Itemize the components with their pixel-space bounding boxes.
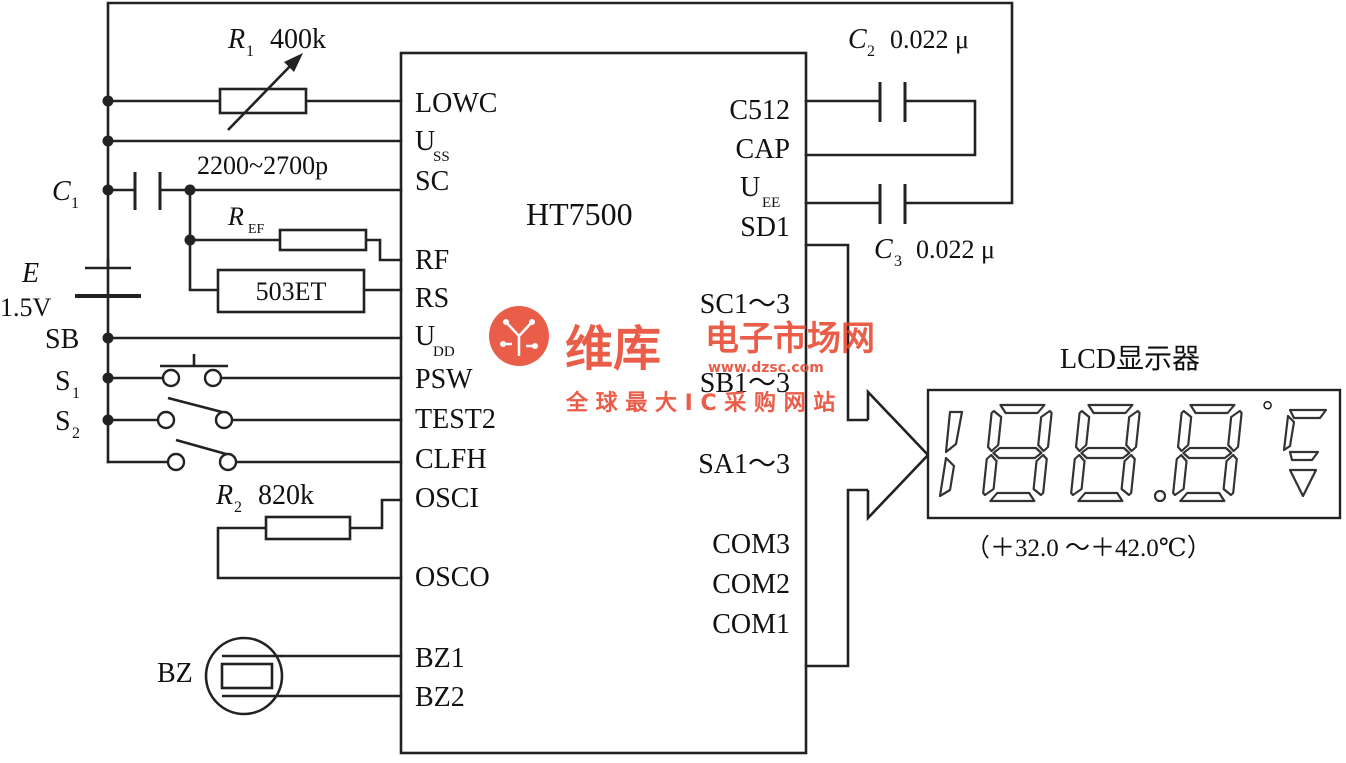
svg-text:1: 1 xyxy=(72,385,80,402)
svg-text:EF: EF xyxy=(248,222,265,237)
pin-psw: PSW xyxy=(415,364,473,395)
svg-text:0.022 μ: 0.022 μ xyxy=(890,25,969,54)
svg-text:EE: EE xyxy=(762,195,780,211)
lcd-degree-mark: ° xyxy=(1262,396,1273,427)
pin-com3: COM3 xyxy=(712,529,790,560)
psw-pushbutton xyxy=(160,354,228,388)
svg-text:S: S xyxy=(55,406,71,437)
svg-text:2: 2 xyxy=(72,425,80,442)
pin-rf: RF xyxy=(415,245,449,276)
buzzer xyxy=(204,636,284,716)
svg-text:DD: DD xyxy=(433,344,455,360)
pin-c512: C512 xyxy=(729,95,790,126)
pin-osci: OSCI xyxy=(415,483,479,514)
c1-capacitor xyxy=(133,172,162,210)
svg-text:SS: SS xyxy=(433,149,450,165)
s2-label: S 2 xyxy=(55,406,80,442)
svg-text:电子市场网: 电子市场网 xyxy=(705,319,875,359)
pin-sa1-3: SA1～3 xyxy=(698,449,790,480)
pin-test2: TEST2 xyxy=(415,404,496,435)
watermark-text: 维库 电子市场网 www.dzsc.com 全 球 最 大 I C 采 购 网 … xyxy=(565,319,875,416)
sensor-label: 503ET xyxy=(256,277,327,306)
c3-label: C 3 0.022 μ xyxy=(874,234,995,270)
svg-text:820k: 820k xyxy=(258,480,314,511)
sb-label: SB xyxy=(45,324,79,355)
svg-text:0.022 μ: 0.022 μ xyxy=(916,235,995,264)
c1-label: C 1 xyxy=(52,176,79,212)
s1-toggle-switch xyxy=(156,396,234,430)
ref-resistor xyxy=(278,228,368,252)
svg-text:U: U xyxy=(415,321,435,352)
pin-cap: CAP xyxy=(736,134,790,165)
svg-text:全 球 最 大 I C 采 购 网 站: 全 球 最 大 I C 采 购 网 站 xyxy=(565,390,835,416)
pin-com1: COM1 xyxy=(712,609,790,640)
battery-symbol: E xyxy=(21,258,39,289)
pin-sc1-3: SC1～3 xyxy=(700,289,790,320)
wires xyxy=(106,1,1014,698)
svg-text:U: U xyxy=(740,172,760,203)
sensor-503et xyxy=(216,268,366,314)
pin-com2: COM2 xyxy=(712,569,790,600)
svg-text:2: 2 xyxy=(234,499,242,516)
r1-label: R 1 400k xyxy=(227,24,326,60)
r1-variable-resistor xyxy=(218,53,308,131)
svg-text:3: 3 xyxy=(894,253,902,270)
svg-text:R: R xyxy=(227,202,244,231)
c2-capacitor xyxy=(878,82,907,122)
svg-text:维库: 维库 xyxy=(565,321,661,377)
svg-text:C: C xyxy=(52,176,71,207)
svg-text:U: U xyxy=(415,126,435,157)
battery-value: 1.5V xyxy=(0,293,52,322)
ht7500-chip xyxy=(399,51,808,755)
pin-udd: U DD xyxy=(415,321,455,360)
svg-text:R: R xyxy=(227,24,245,55)
svg-text:C: C xyxy=(874,234,893,265)
pin-sd1: SD1 xyxy=(740,212,790,243)
svg-text:www.dzsc.com: www.dzsc.com xyxy=(708,360,824,376)
s1-label: S 1 xyxy=(55,366,80,402)
s2-toggle-switch xyxy=(166,438,238,472)
lcd-range-label: （＋32.0 ～＋42.0℃） xyxy=(965,534,1212,562)
r2-resistor xyxy=(264,515,352,541)
c2-label: C 2 0.022 μ xyxy=(848,24,969,60)
chip-name: HT7500 xyxy=(526,196,633,232)
battery xyxy=(75,266,141,298)
svg-text:C: C xyxy=(848,24,867,55)
junctions xyxy=(102,95,196,426)
bz-label: BZ xyxy=(157,658,193,689)
pin-sc: SC xyxy=(415,166,449,197)
svg-text:S: S xyxy=(55,366,71,397)
r2-label: R 2 820k xyxy=(215,480,314,516)
c1-value: 2200~2700p xyxy=(197,151,328,180)
pin-bz2: BZ2 xyxy=(415,682,465,713)
pin-clfh: CLFH xyxy=(415,444,487,475)
pin-lowc: LOWC xyxy=(415,88,497,119)
svg-text:R: R xyxy=(215,480,233,511)
lcd-title: LCD显示器 xyxy=(1060,344,1200,375)
pin-bz1: BZ1 xyxy=(415,643,465,674)
pin-uee: U EE xyxy=(740,172,780,211)
pin-osco: OSCO xyxy=(415,562,490,593)
svg-text:2: 2 xyxy=(867,43,875,60)
lcd-panel xyxy=(926,388,1342,520)
svg-text:1: 1 xyxy=(71,195,79,212)
pin-sb1-3: SB1～3 xyxy=(700,368,790,399)
svg-text:1: 1 xyxy=(246,43,254,60)
lcd-digits xyxy=(938,403,1328,503)
c3-capacitor xyxy=(878,184,907,224)
svg-text:400k: 400k xyxy=(270,24,326,55)
pin-uss: U SS xyxy=(415,126,450,165)
pin-rs: RS xyxy=(415,283,449,314)
bus-arrow xyxy=(866,388,930,522)
ref-label: R EF xyxy=(227,202,265,237)
watermark-logo xyxy=(489,306,549,366)
